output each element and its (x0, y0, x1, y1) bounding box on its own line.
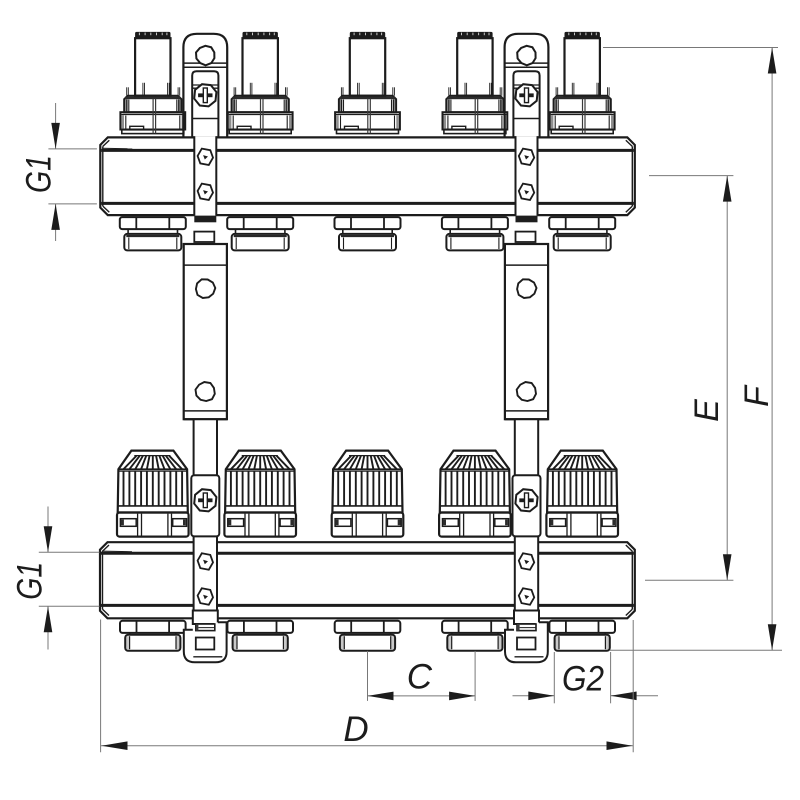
svg-text:G1: G1 (20, 155, 59, 193)
svg-text:E: E (688, 399, 726, 422)
svg-text:F: F (738, 384, 776, 407)
svg-text:C: C (407, 657, 433, 696)
svg-text:G1: G1 (11, 562, 50, 600)
svg-text:D: D (343, 710, 368, 749)
svg-text:G2: G2 (562, 660, 604, 699)
